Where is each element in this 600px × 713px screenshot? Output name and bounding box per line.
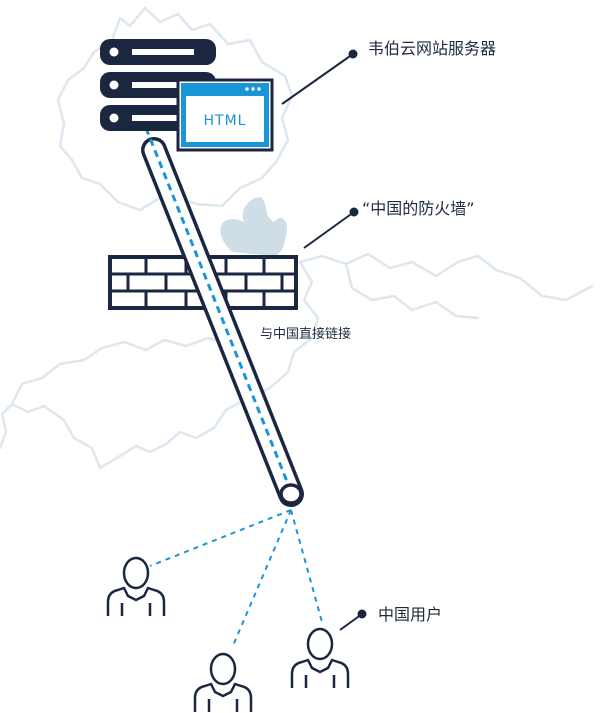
- firewall-label: “中国的防火墙”: [362, 199, 475, 218]
- map-outline: [0, 6, 594, 470]
- direct-connection-label: 与中国直接链接: [260, 327, 352, 342]
- browser-window-icon: HTML: [176, 78, 274, 152]
- fire-icon: [220, 197, 288, 256]
- user-links: [149, 509, 323, 649]
- user-icon: [193, 652, 253, 712]
- user-icon: [290, 627, 350, 688]
- tunnel-end: [279, 483, 303, 505]
- user-icon: [106, 556, 166, 616]
- users-label: 中国用户: [378, 605, 443, 624]
- callout-lines: [281, 49, 367, 631]
- tunnel-dashed-line: [144, 127, 294, 495]
- tunnel-connection: [141, 127, 304, 507]
- server-label: 韦伯云网站服务器: [368, 39, 497, 58]
- html-label: HTML: [204, 113, 247, 129]
